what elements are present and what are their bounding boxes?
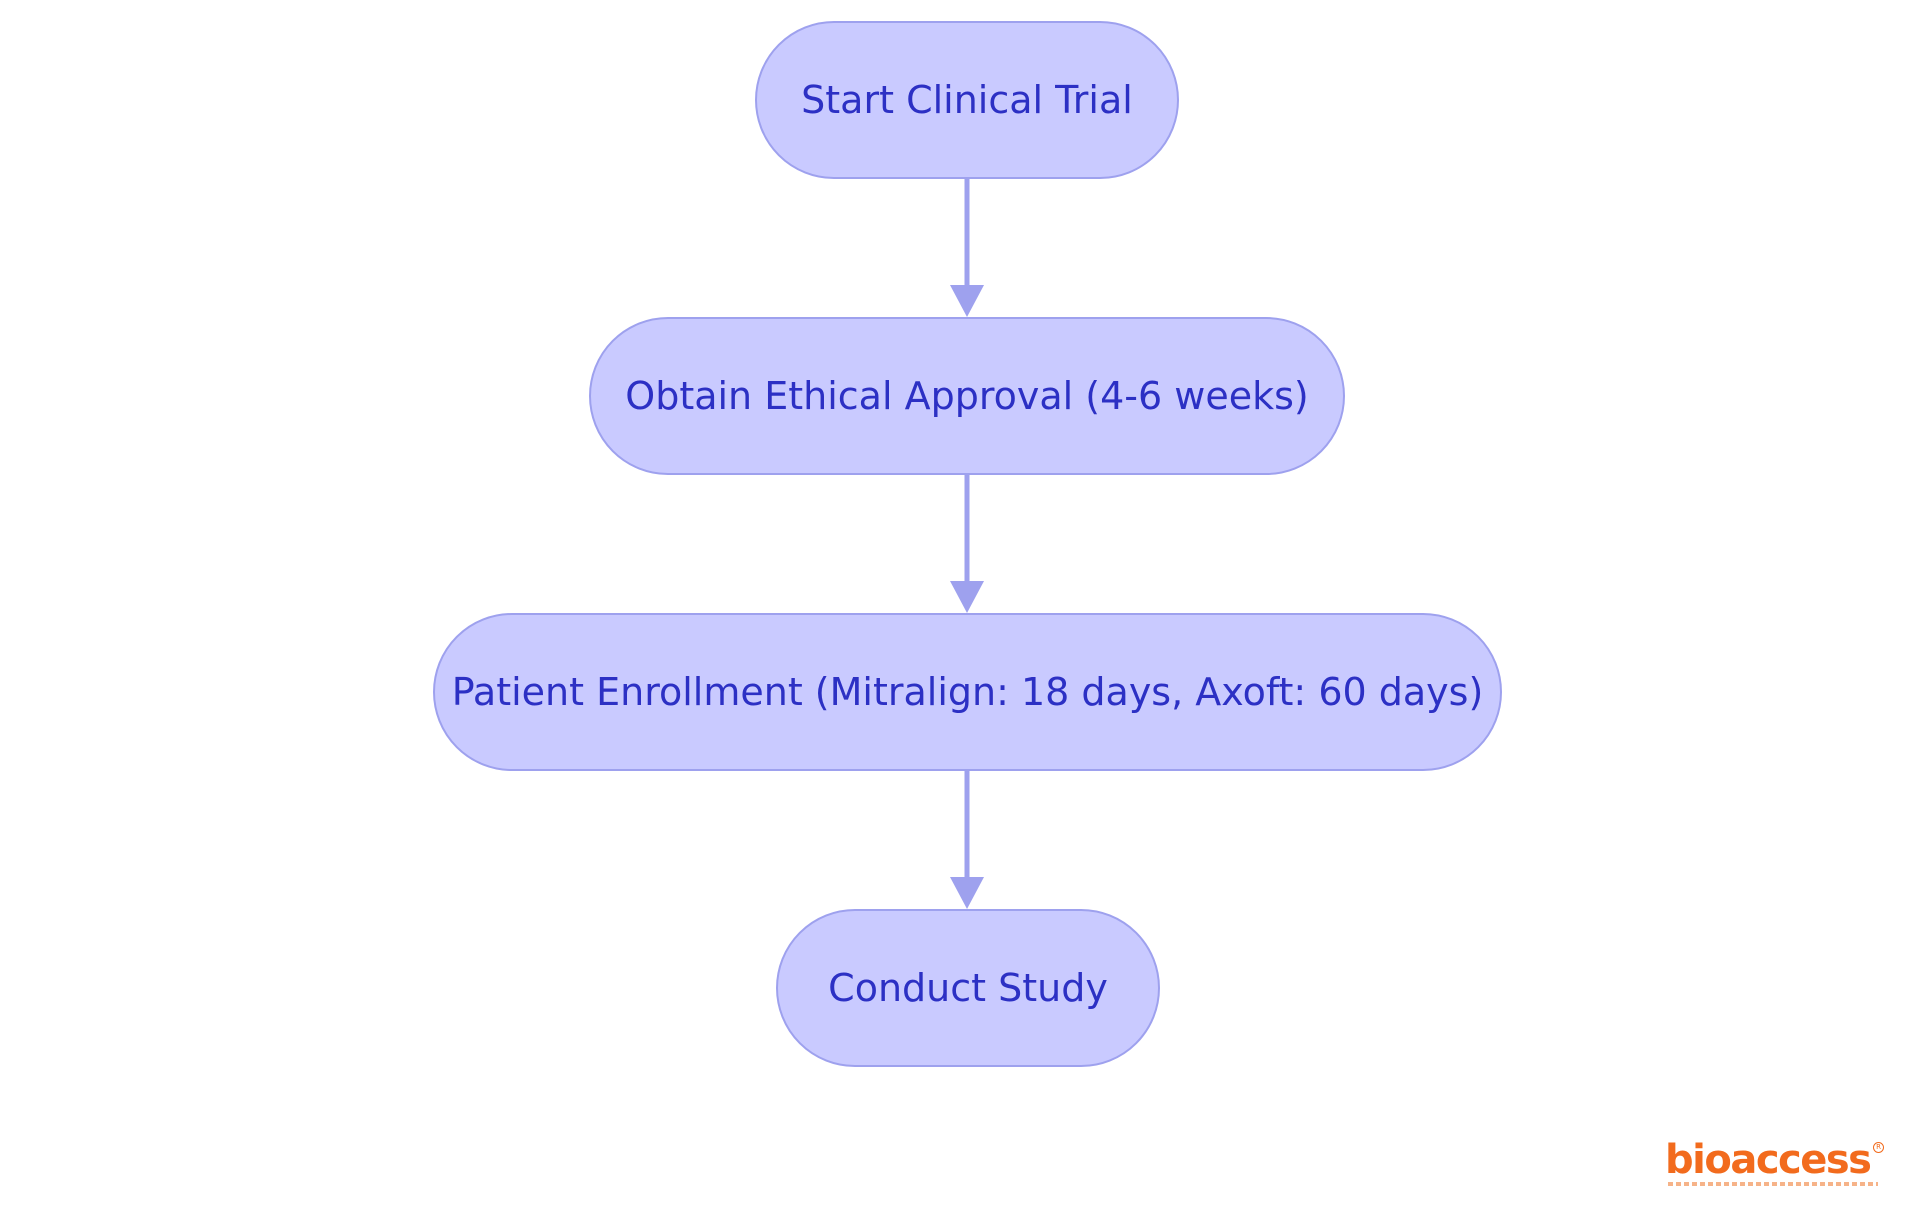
node-label: Obtain Ethical Approval (4-6 weeks)	[625, 374, 1309, 418]
arrowhead-icon	[950, 581, 984, 613]
node-label: Conduct Study	[828, 966, 1108, 1010]
edge-ethical-to-enroll	[950, 475, 984, 613]
bioaccess-logo: bioaccess R	[1665, 1138, 1885, 1190]
node-patient-enrollment: Patient Enrollment (Mitralign: 18 days, …	[433, 613, 1502, 771]
edge-enroll-to-conduct	[950, 771, 984, 909]
arrowhead-icon	[950, 877, 984, 909]
node-label: Start Clinical Trial	[801, 78, 1133, 122]
node-obtain-ethical-approval: Obtain Ethical Approval (4-6 weeks)	[589, 317, 1345, 475]
registered-mark-icon: R	[1873, 1142, 1884, 1153]
node-conduct-study: Conduct Study	[776, 909, 1160, 1067]
logo-tagline	[1668, 1182, 1878, 1186]
node-label: Patient Enrollment (Mitralign: 18 days, …	[451, 670, 1484, 714]
edge-start-to-ethical	[950, 179, 984, 317]
arrowhead-icon	[950, 285, 984, 317]
node-start-clinical-trial: Start Clinical Trial	[755, 21, 1179, 179]
logo-wordmark: bioaccess	[1665, 1137, 1872, 1183]
